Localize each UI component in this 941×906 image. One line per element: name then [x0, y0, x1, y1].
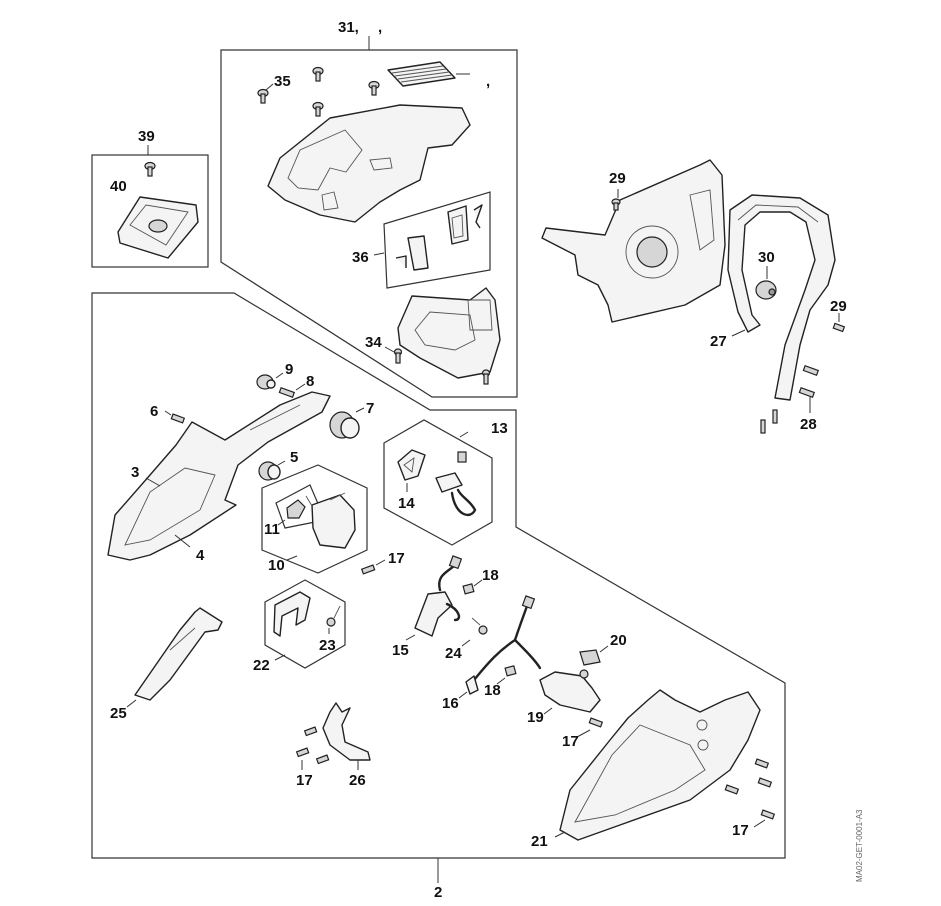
- part-sensor-13[interactable]: [435, 451, 477, 517]
- part-switch-15[interactable]: [405, 555, 463, 641]
- part-shutter-set[interactable]: [395, 204, 483, 271]
- callout-18a: 18: [482, 567, 499, 584]
- callout-27: 27: [710, 333, 727, 350]
- group-36-frame: [373, 191, 491, 289]
- part-air-filter-base[interactable]: [117, 196, 199, 259]
- callout-9: 9: [285, 361, 293, 378]
- part-rear-handle[interactable]: [107, 391, 331, 561]
- part-lever-22[interactable]: [273, 591, 311, 637]
- callout-40: 40: [110, 178, 127, 195]
- part-plug-18b[interactable]: [496, 665, 517, 685]
- part-screws-17-right-b[interactable]: [724, 758, 776, 828]
- part-handle-housing-21[interactable]: [554, 689, 761, 841]
- part-screw-29b[interactable]: [832, 313, 846, 333]
- part-top-cover[interactable]: [267, 104, 471, 223]
- part-wire-harness-16[interactable]: [458, 595, 542, 699]
- callout-15: 15: [392, 642, 409, 659]
- callout-18b: 18: [484, 682, 501, 699]
- part-screws-28[interactable]: [760, 364, 820, 434]
- callout-20: 20: [610, 632, 627, 649]
- callout-4: 4: [196, 547, 205, 564]
- part-screws-17-left[interactable]: [295, 726, 330, 770]
- group-label-13: 13: [491, 420, 508, 437]
- part-plug-18a[interactable]: [462, 579, 483, 595]
- group-22-frame: [264, 579, 346, 669]
- group-label-36: 36: [352, 249, 369, 266]
- group-label-22: 22: [253, 657, 270, 674]
- group-label-2: 2: [434, 884, 442, 901]
- part-damper-7[interactable]: [329, 407, 365, 439]
- leader-4: [174, 534, 191, 548]
- callout-25: 25: [110, 705, 127, 722]
- callout-19: 19: [527, 709, 544, 726]
- callout-7: 7: [366, 400, 374, 417]
- part-screw-17-right-a[interactable]: [576, 717, 604, 738]
- callout-8: 8: [306, 373, 314, 390]
- group-label-31: 31,: [338, 19, 359, 36]
- callout-24: 24: [445, 645, 462, 662]
- part-filter-grid[interactable]: [387, 61, 470, 87]
- drawing-code: MA02-GET-0001-A3: [855, 809, 864, 882]
- part-bushing-30[interactable]: [755, 266, 777, 300]
- callout-14: 14: [398, 495, 415, 512]
- group-39-frame: [91, 145, 209, 268]
- part-screw-8[interactable]: [278, 383, 306, 398]
- callout-26: 26: [349, 772, 366, 789]
- callout-16: 16: [442, 695, 459, 712]
- part-screws-34[interactable]: [384, 346, 491, 385]
- group-label-10: 10: [268, 557, 285, 574]
- callout-11: 11: [264, 521, 280, 538]
- part-crankcase[interactable]: [541, 159, 726, 323]
- part-grip-25[interactable]: [126, 607, 223, 708]
- callout-6: 6: [150, 403, 158, 420]
- group-2-frame: [91, 292, 786, 883]
- part-stop-9[interactable]: [256, 372, 284, 390]
- part-contact-19[interactable]: [539, 669, 601, 715]
- part-carburetor-box[interactable]: [397, 287, 501, 379]
- group-13-frame: [383, 419, 493, 546]
- part-guard-26[interactable]: [322, 702, 371, 770]
- group-label-31-comma: ,: [378, 19, 382, 36]
- part-screws-35[interactable]: [257, 66, 380, 117]
- callout-35: 35: [274, 73, 291, 90]
- callout-3: 3: [131, 464, 139, 481]
- callout-17-mid: 17: [388, 550, 405, 567]
- callout-23: 23: [319, 637, 336, 654]
- callout-21: 21: [531, 833, 548, 850]
- callout-30: 30: [758, 249, 775, 266]
- callout-5: 5: [290, 449, 298, 466]
- part-handlebar[interactable]: [727, 194, 836, 401]
- group-label-39: 39: [138, 128, 155, 145]
- callout-34: 34: [365, 334, 382, 351]
- part-screw-6[interactable]: [164, 410, 186, 424]
- group-10-frame: [261, 464, 368, 574]
- part-damper-20[interactable]: [579, 645, 609, 666]
- callout-28: 28: [800, 416, 817, 433]
- filter-comma: ,: [486, 73, 490, 90]
- callout-17-right-a: 17: [562, 733, 579, 750]
- group-31-frame: [220, 36, 518, 398]
- part-lever-11[interactable]: [277, 495, 313, 526]
- part-screw-17-mid[interactable]: [360, 559, 386, 575]
- leader-27: [731, 329, 746, 337]
- leader-3: [145, 477, 161, 487]
- callout-17-left: 17: [296, 772, 313, 789]
- callout-17-right-b: 17: [732, 822, 749, 839]
- part-throttle-lever-10[interactable]: [311, 492, 356, 549]
- callout-29a: 29: [609, 170, 626, 187]
- part-screw-29a[interactable]: [611, 189, 621, 211]
- part-spring-23[interactable]: [326, 605, 341, 634]
- part-spring-24[interactable]: [461, 617, 488, 647]
- part-holder-14[interactable]: [397, 449, 426, 492]
- callout-29b: 29: [830, 298, 847, 315]
- part-damper-5[interactable]: [258, 460, 286, 481]
- part-screw-40[interactable]: [144, 161, 156, 177]
